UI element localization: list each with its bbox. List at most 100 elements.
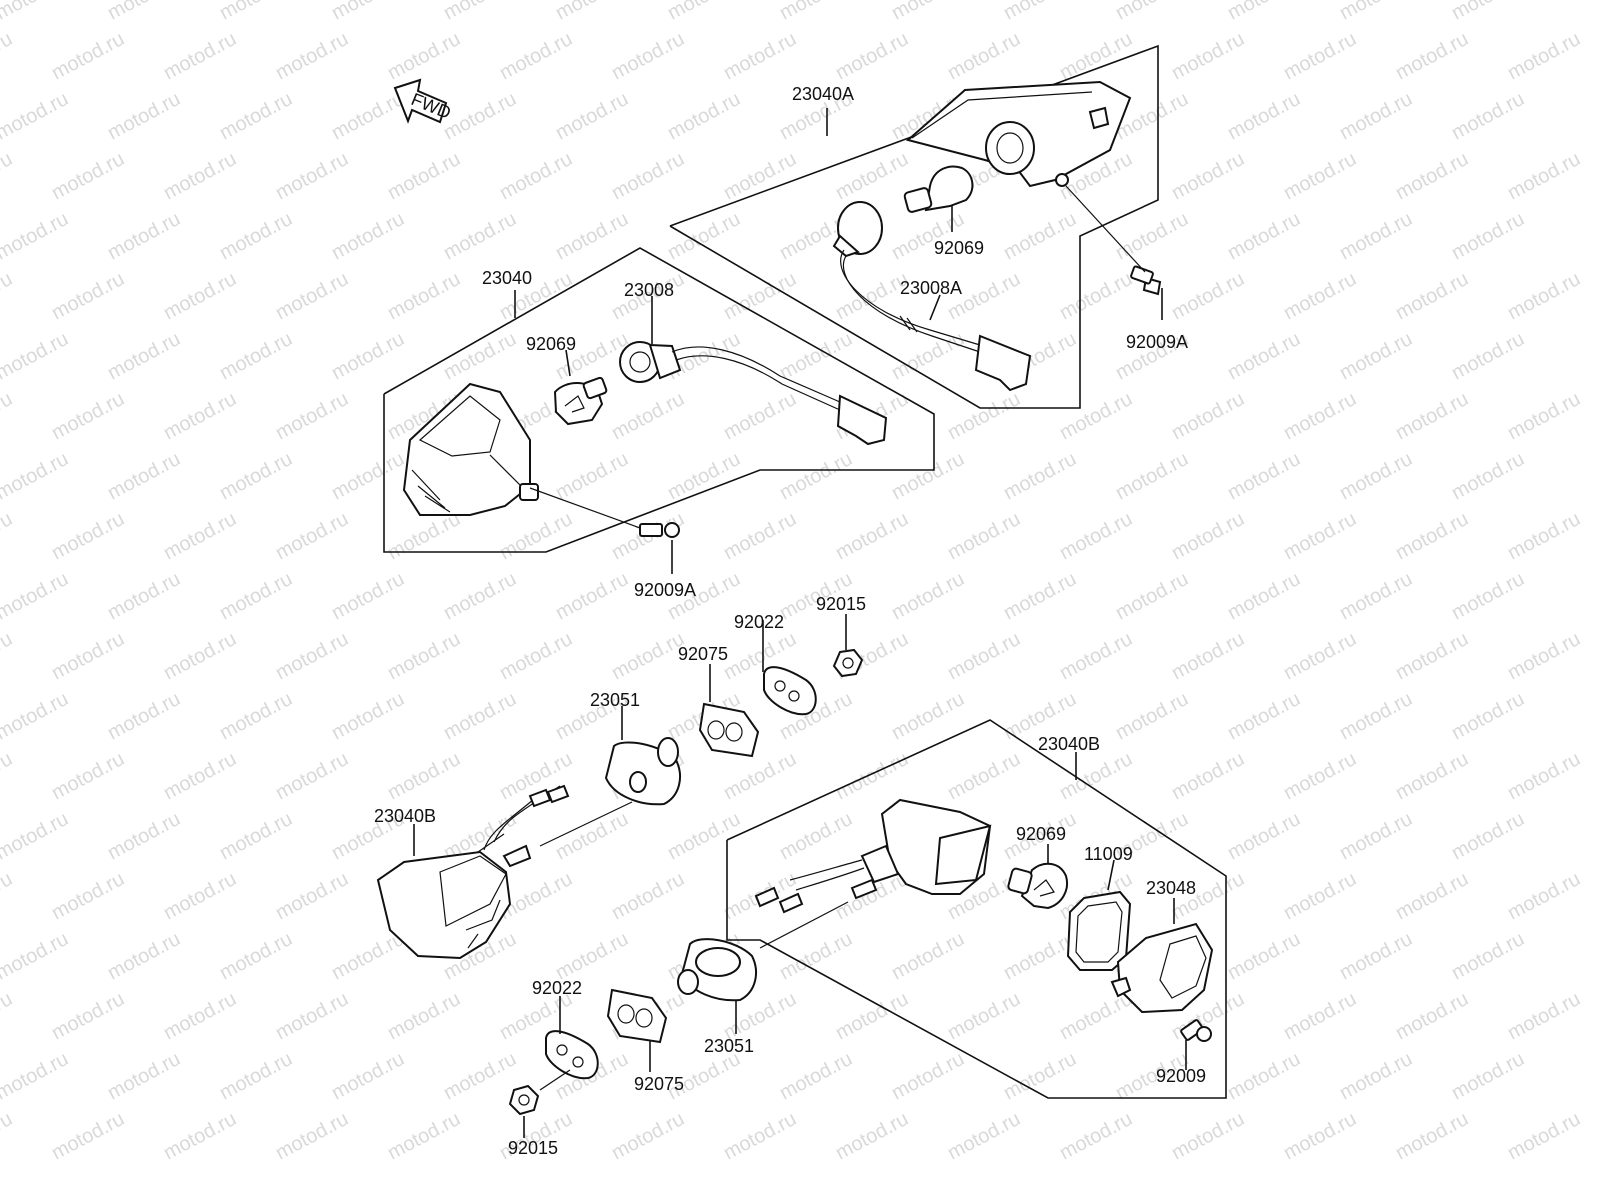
watermark-text: motod.ru: [48, 148, 128, 204]
watermark-text: motod.ru: [272, 988, 352, 1044]
watermark-text: motod.ru: [160, 268, 240, 324]
watermark-text: motod.ru: [1392, 628, 1472, 684]
plate-92022-upper: [762, 620, 817, 716]
watermark-text: motod.ru: [776, 808, 856, 864]
watermark-text: motod.ru: [0, 1048, 72, 1104]
watermark-text: motod.ru: [944, 508, 1024, 564]
label-92009A-upper: 92009A: [1126, 332, 1188, 352]
watermark-text: motod.ru: [1224, 688, 1304, 744]
turn-signal-23040B-right: [754, 798, 992, 914]
watermark-text: motod.ru: [272, 268, 352, 324]
watermark-text: motod.ru: [720, 748, 800, 804]
watermark-text: motod.ru: [1448, 328, 1528, 384]
watermark-text: motod.ru: [1280, 28, 1360, 84]
watermark-text: motod.ru: [104, 328, 184, 384]
watermark-text: motod.ru: [1224, 0, 1304, 24]
watermark-text: motod.ru: [608, 628, 688, 684]
watermark-text: motod.ru: [328, 1048, 408, 1104]
watermark-text: motod.ru: [384, 148, 464, 204]
watermark-text: motod.ru: [0, 208, 72, 264]
watermark-text: motod.ru: [1056, 988, 1136, 1044]
watermark-text: motod.ru: [1336, 568, 1416, 624]
watermark-text: motod.ru: [48, 628, 128, 684]
watermark-text: motod.ru: [1448, 568, 1528, 624]
label-92022-lower: 92022: [532, 978, 582, 998]
watermark-text: motod.ru: [1168, 508, 1248, 564]
watermark-text: motod.ru: [776, 448, 856, 504]
watermark-text: motod.ru: [272, 1108, 352, 1164]
group-23040-outline: [383, 247, 935, 553]
watermark-text: motod.ru: [440, 1048, 520, 1104]
watermark-text: motod.ru: [944, 628, 1024, 684]
watermark-text: motod.ru: [1000, 568, 1080, 624]
label-23040A: 23040A: [792, 84, 854, 104]
label-23040: 23040: [482, 268, 532, 288]
watermark-text: motod.ru: [1168, 148, 1248, 204]
watermark-text: motod.ru: [1336, 688, 1416, 744]
watermark-text: motod.ru: [0, 808, 72, 864]
watermark-text: motod.ru: [1280, 748, 1360, 804]
watermark-text: motod.ru: [720, 1108, 800, 1164]
nut-92015-upper: [832, 614, 864, 678]
nut-92015-lower: [508, 1069, 571, 1138]
watermark-text: motod.ru: [384, 1108, 464, 1164]
watermark-text: motod.ru: [160, 508, 240, 564]
watermark-text: motod.ru: [1392, 268, 1472, 324]
watermark-text: motod.ru: [216, 928, 296, 984]
watermark-text: motod.ru: [1280, 988, 1360, 1044]
watermark-text: motod.ru: [1224, 808, 1304, 864]
watermark-text: motod.ru: [1168, 748, 1248, 804]
grommet-92075-upper: [698, 664, 760, 758]
label-92015-upper: 92015: [816, 594, 866, 614]
watermark-text: motod.ru: [776, 1048, 856, 1104]
socket-23008: [619, 341, 888, 446]
watermark-text: motod.ru: [1336, 208, 1416, 264]
watermark-text: motod.ru: [1336, 328, 1416, 384]
watermark-text: motod.ru: [664, 208, 744, 264]
watermark-text: motod.ru: [0, 388, 16, 444]
watermark-text: motod.ru: [440, 88, 520, 144]
watermark-text: motod.ru: [664, 0, 744, 24]
bulb-92069-right: [1007, 844, 1068, 910]
watermark-text: motod.ru: [832, 508, 912, 564]
watermark-text: motod.ru: [1504, 868, 1584, 924]
watermark-text: motod.ru: [944, 28, 1024, 84]
watermark-text: motod.ru: [328, 0, 408, 24]
watermark-text: motod.ru: [272, 28, 352, 84]
watermark-text: motod.ru: [384, 268, 464, 324]
label-23051-lower: 23051: [704, 1036, 754, 1056]
watermark-text: motod.ru: [440, 0, 520, 24]
watermark-text: motod.ru: [552, 568, 632, 624]
watermark-text: motod.ru: [0, 28, 16, 84]
screw-92009: [1180, 1019, 1212, 1070]
bulb-92069-left: [553, 376, 608, 426]
watermark-text: motod.ru: [1392, 388, 1472, 444]
watermark-text: motod.ru: [1112, 688, 1192, 744]
watermark-text: motod.ru: [1112, 448, 1192, 504]
watermark-text: motod.ru: [0, 1108, 16, 1164]
watermark-text: motod.ru: [552, 208, 632, 264]
watermark-text: motod.ru: [1000, 1048, 1080, 1104]
watermark-text: motod.ru: [48, 748, 128, 804]
watermark-text: motod.ru: [552, 448, 632, 504]
watermark-text: motod.ru: [384, 28, 464, 84]
watermark-text: motod.ru: [104, 88, 184, 144]
watermark-text: motod.ru: [1112, 0, 1192, 24]
watermark-text: motod.ru: [1280, 268, 1360, 324]
watermark-text: motod.ru: [1056, 388, 1136, 444]
watermark-text: motod.ru: [272, 868, 352, 924]
watermark-text: motod.ru: [1448, 208, 1528, 264]
watermark-text: motod.ru: [1448, 0, 1528, 24]
watermark-text: motod.ru: [720, 28, 800, 84]
label-23040B-left: 23040B: [374, 806, 436, 826]
watermark-text: motod.ru: [1504, 748, 1584, 804]
watermark-text: motod.ru: [1000, 208, 1080, 264]
watermark-text: motod.ru: [1000, 448, 1080, 504]
watermark-text: motod.ru: [328, 328, 408, 384]
watermark-text: motod.ru: [608, 388, 688, 444]
watermark-text: motod.ru: [944, 748, 1024, 804]
label-92069-upper: 92069: [934, 238, 984, 258]
watermark-text: motod.ru: [216, 568, 296, 624]
label-92069-right: 92069: [1016, 824, 1066, 844]
